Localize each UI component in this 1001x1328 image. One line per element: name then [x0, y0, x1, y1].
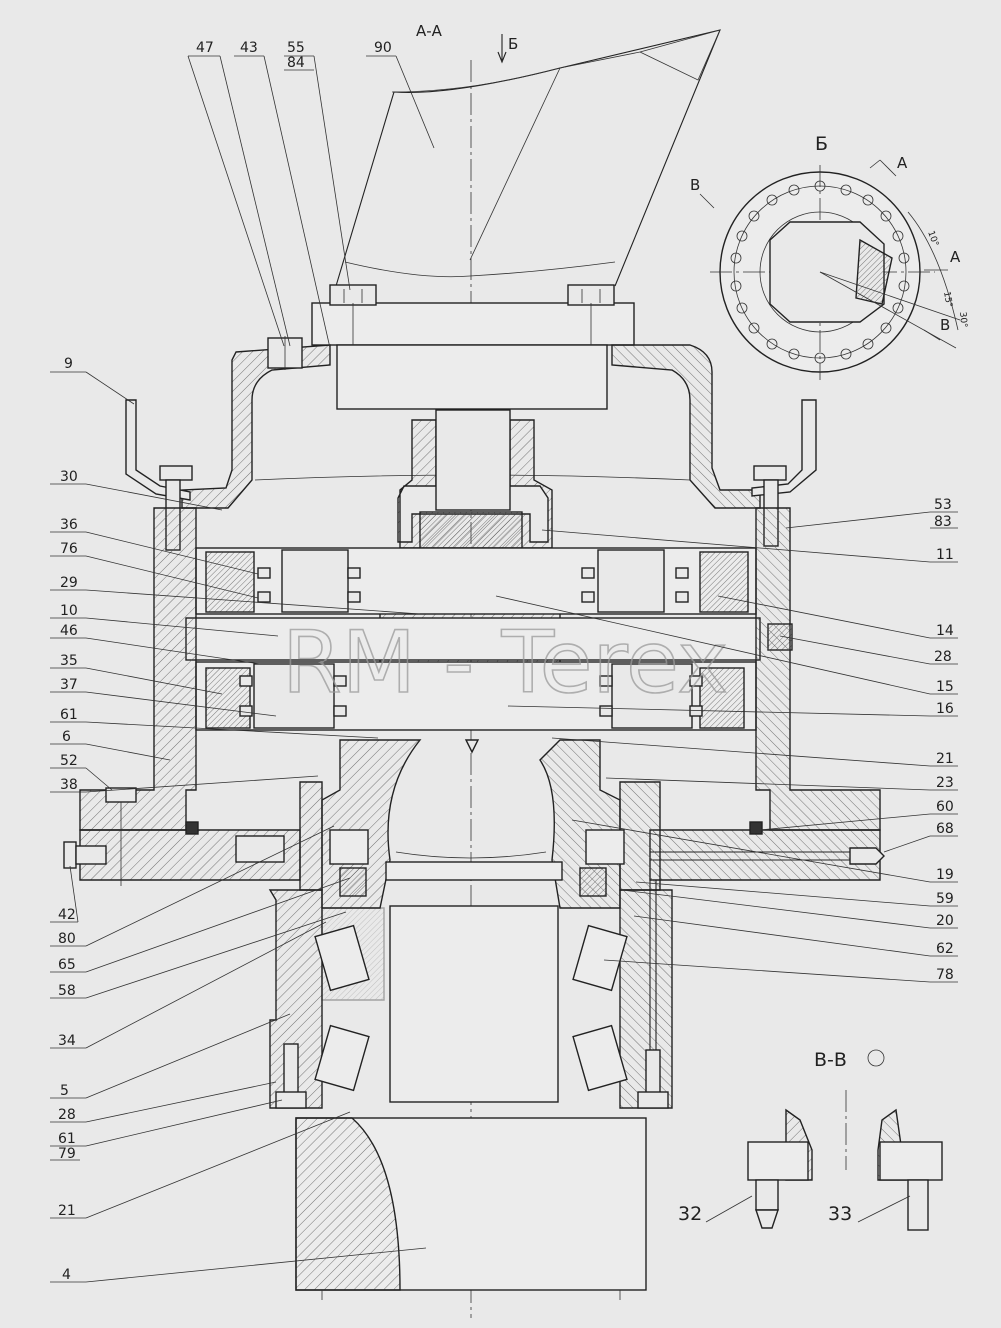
svg-text:58: 58 [58, 983, 76, 999]
svg-text:53: 53 [934, 497, 952, 513]
svg-text:28: 28 [58, 1107, 76, 1123]
svg-text:Б: Б [815, 133, 828, 155]
svg-text:42: 42 [58, 907, 76, 923]
top-flange [311, 284, 635, 410]
svg-text:15°: 15° [941, 291, 954, 308]
svg-text:34: 34 [58, 1033, 76, 1049]
bottom-bolt-left [275, 1043, 307, 1109]
svg-text:65: 65 [58, 957, 76, 973]
svg-text:20: 20 [936, 913, 954, 929]
svg-text:30: 30 [60, 469, 78, 485]
lifting-bracket-left [125, 399, 191, 501]
top-label-47: 47 [196, 40, 214, 56]
roller-bearing-right [572, 829, 657, 1102]
svg-text:80: 80 [58, 931, 76, 947]
svg-text:36: 36 [60, 517, 78, 533]
watermark: RM - Terex [282, 613, 728, 713]
svg-text:23: 23 [936, 775, 954, 791]
svg-text:37: 37 [60, 677, 78, 693]
svg-text:62: 62 [936, 941, 954, 957]
boom-part-90 [335, 29, 721, 287]
bolt-52 [105, 787, 137, 886]
top-label-84: 84 [287, 55, 305, 71]
svg-text:15: 15 [936, 679, 954, 695]
svg-text:52: 52 [60, 753, 78, 769]
svg-text:79: 79 [58, 1146, 76, 1162]
svg-text:46: 46 [60, 623, 78, 639]
svg-text:4: 4 [62, 1267, 71, 1283]
view-b-arrow: Б [497, 34, 518, 64]
top-label-90: 90 [374, 40, 392, 56]
right-labels: 53 83 11 14 28 15 16 21 23 60 68 19 59 2… [934, 497, 954, 983]
top-label-43: 43 [240, 40, 258, 56]
svg-text:11: 11 [936, 547, 954, 563]
section-vv: В-В 32 33 [678, 1049, 943, 1231]
svg-text:14: 14 [936, 623, 954, 639]
housing-cover-30 [181, 336, 761, 509]
svg-text:10: 10 [60, 603, 78, 619]
roller-bearing-left [314, 829, 385, 1092]
top-leaders [187, 55, 435, 349]
svg-text:61: 61 [60, 707, 78, 723]
svg-text:59: 59 [936, 891, 954, 907]
left-labels: 9 30 36 76 29 10 46 35 37 61 6 52 38 42 … [58, 356, 78, 1283]
svg-text:5: 5 [60, 1083, 69, 1099]
view-b-flange: Б А В А В 10° 15° 30° [690, 133, 968, 380]
svg-text:60: 60 [936, 799, 954, 815]
svg-text:35: 35 [60, 653, 78, 669]
svg-text:21: 21 [58, 1203, 76, 1219]
svg-text:В: В [690, 176, 700, 194]
svg-text:6: 6 [62, 729, 71, 745]
detail-33-label: 33 [828, 1203, 852, 1225]
lower-planet-stage [195, 661, 757, 731]
left-leaders [50, 371, 427, 1283]
svg-text:76: 76 [60, 541, 78, 557]
svg-text:В-В: В-В [814, 1049, 847, 1071]
svg-text:30°: 30° [957, 311, 968, 328]
output-shaft-4 [295, 1117, 647, 1300]
svg-text:А: А [950, 248, 961, 266]
bottom-bolt-right [637, 1049, 669, 1109]
top-label-55: 55 [287, 40, 305, 56]
svg-text:9: 9 [64, 356, 73, 372]
lifting-bracket-right [751, 399, 817, 497]
svg-text:16: 16 [936, 701, 954, 717]
svg-text:78: 78 [936, 967, 954, 983]
svg-text:68: 68 [936, 821, 954, 837]
lube-pipe-68 [63, 841, 885, 869]
carrier-plate-10 [185, 617, 793, 661]
svg-text:21: 21 [936, 751, 954, 767]
detail-32-label: 32 [678, 1203, 702, 1225]
right-leaders [495, 511, 958, 983]
svg-text:61: 61 [58, 1131, 76, 1147]
svg-text:29: 29 [60, 575, 78, 591]
svg-text:83: 83 [934, 514, 952, 530]
section-title: А-А [416, 22, 443, 40]
bearing-hub [268, 739, 673, 1109]
upper-planet-stage [195, 547, 757, 615]
svg-text:38: 38 [60, 777, 78, 793]
svg-text:В: В [940, 316, 950, 334]
svg-text:А: А [897, 154, 908, 172]
svg-text:19: 19 [936, 867, 954, 883]
svg-text:28: 28 [934, 649, 952, 665]
svg-text:Б: Б [508, 35, 518, 53]
